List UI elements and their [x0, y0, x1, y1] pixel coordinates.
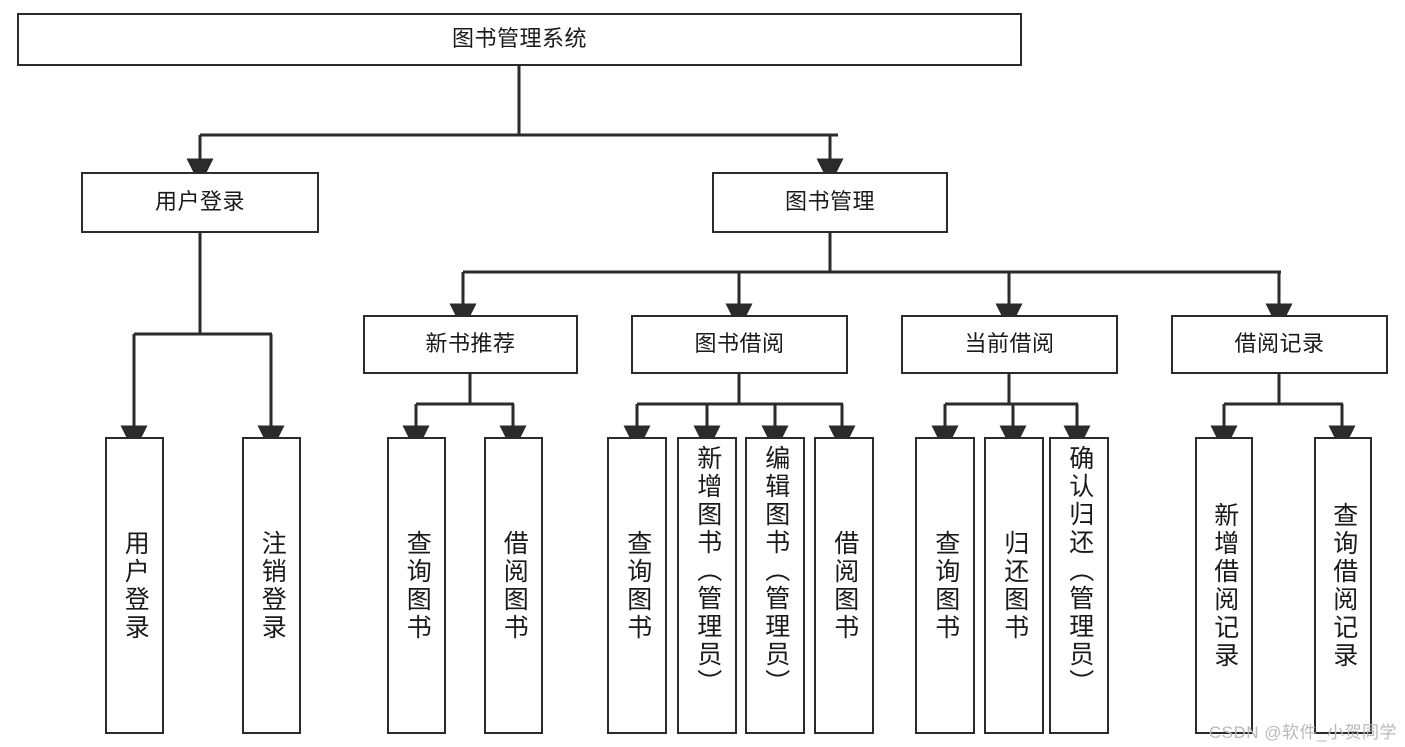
- node-leaf-edit-book-label: 编辑图书（管理员）: [761, 445, 790, 697]
- watermark-text: CSDN @软件_小贺同学: [1208, 723, 1397, 742]
- node-leaf-borrow-book-1-label: 借阅图书: [500, 529, 529, 642]
- node-root[interactable]: 图书管理系统: [17, 13, 1022, 66]
- node-leaf-borrow-book-2-label: 借阅图书: [830, 529, 859, 642]
- node-leaf-edit-book[interactable]: 编辑图书（管理员）: [745, 437, 805, 734]
- node-book-borrow[interactable]: 图书借阅: [631, 315, 848, 374]
- node-leaf-query-book-2-label: 查询图书: [623, 529, 652, 642]
- node-leaf-add-record[interactable]: 新增借阅记录: [1195, 437, 1253, 734]
- node-borrow-record[interactable]: 借阅记录: [1171, 315, 1388, 374]
- node-new-book-recommend-label: 新书推荐: [425, 331, 516, 357]
- node-leaf-borrow-book-1[interactable]: 借阅图书: [484, 437, 543, 734]
- node-leaf-user-login[interactable]: 用户登录: [105, 437, 164, 734]
- node-leaf-query-book-1[interactable]: 查询图书: [387, 437, 446, 734]
- node-leaf-return-book-label: 归还图书: [1000, 529, 1029, 642]
- node-leaf-return-book[interactable]: 归还图书: [984, 437, 1044, 734]
- node-leaf-user-login-label: 用户登录: [121, 529, 150, 642]
- node-borrow-record-label: 借阅记录: [1234, 331, 1325, 357]
- node-leaf-user-logout[interactable]: 注销登录: [242, 437, 301, 734]
- node-root-label: 图书管理系统: [451, 26, 587, 52]
- node-leaf-query-book-2[interactable]: 查询图书: [607, 437, 667, 734]
- node-new-book-recommend[interactable]: 新书推荐: [363, 315, 578, 374]
- node-book-borrow-label: 图书借阅: [694, 331, 785, 357]
- node-leaf-confirm-return[interactable]: 确认归还（管理员）: [1049, 437, 1109, 734]
- node-leaf-confirm-return-label: 确认归还（管理员）: [1065, 445, 1094, 697]
- node-user-login[interactable]: 用户登录: [81, 172, 319, 233]
- node-leaf-add-book[interactable]: 新增图书（管理员）: [677, 437, 737, 734]
- node-book-manage[interactable]: 图书管理: [712, 172, 948, 233]
- node-leaf-query-book-3-label: 查询图书: [931, 529, 960, 642]
- node-leaf-query-book-1-label: 查询图书: [403, 529, 432, 642]
- node-leaf-query-book-3[interactable]: 查询图书: [915, 437, 975, 734]
- node-current-borrow-label: 当前借阅: [964, 331, 1055, 357]
- node-leaf-add-book-label: 新增图书（管理员）: [693, 445, 722, 697]
- node-leaf-add-record-label: 新增借阅记录: [1210, 501, 1239, 670]
- node-current-borrow[interactable]: 当前借阅: [901, 315, 1118, 374]
- node-user-login-label: 用户登录: [154, 189, 245, 215]
- node-leaf-query-record[interactable]: 查询借阅记录: [1314, 437, 1372, 734]
- node-book-manage-label: 图书管理: [784, 189, 875, 215]
- node-leaf-query-record-label: 查询借阅记录: [1329, 501, 1358, 670]
- node-leaf-borrow-book-2[interactable]: 借阅图书: [814, 437, 874, 734]
- node-leaf-user-logout-label: 注销登录: [258, 529, 287, 642]
